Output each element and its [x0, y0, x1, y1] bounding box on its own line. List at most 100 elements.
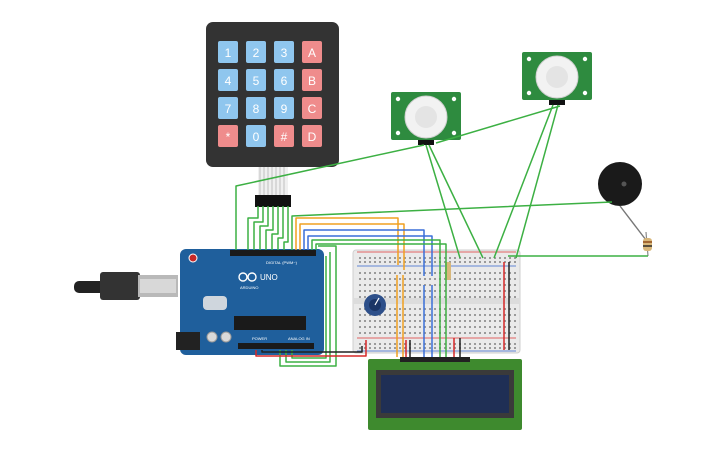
breadboard-hole: [489, 257, 491, 259]
breadboard-hole: [454, 272, 456, 274]
breadboard-hole: [489, 308, 491, 310]
breadboard-hole: [369, 278, 371, 280]
breadboard-hole: [444, 296, 446, 298]
breadboard-hole: [419, 284, 421, 286]
breadboard-hole: [394, 314, 396, 316]
breadboard-hole: [459, 296, 461, 298]
breadboard-hole: [414, 296, 416, 298]
breadboard-hole: [459, 261, 461, 263]
breadboard-hole: [404, 332, 406, 334]
breadboard-hole: [484, 257, 486, 259]
breadboard-hole: [404, 347, 406, 349]
breadboard-hole: [424, 320, 426, 322]
breadboard-hole: [514, 308, 516, 310]
wire-buzzer-signal: [291, 201, 613, 250]
breadboard-hole: [369, 343, 371, 345]
breadboard-hole: [384, 343, 386, 345]
keypad-key-3-3: [302, 125, 322, 147]
breadboard-hole: [409, 314, 411, 316]
breadboard-hole: [379, 320, 381, 322]
breadboard-hole: [479, 278, 481, 280]
breadboard-hole: [469, 326, 471, 328]
breadboard-hole: [374, 290, 376, 292]
wire-orange-1: [295, 217, 399, 265]
breadboard-hole: [504, 278, 506, 280]
breadboard-hole: [489, 278, 491, 280]
breadboard-hole: [409, 332, 411, 334]
lcd-header-pins: [400, 357, 470, 362]
breadboard-hole: [494, 347, 496, 349]
breadboard-hole: [474, 347, 476, 349]
breadboard-hole: [474, 257, 476, 259]
breadboard-hole: [374, 347, 376, 349]
breadboard-hole: [394, 308, 396, 310]
breadboard-hole: [419, 308, 421, 310]
breadboard-hole: [459, 326, 461, 328]
breadboard-hole: [409, 261, 411, 263]
breadboard-hole: [429, 308, 431, 310]
breadboard-hole: [389, 296, 391, 298]
breadboard-hole: [429, 272, 431, 274]
breadboard-hole: [364, 257, 366, 259]
breadboard-hole: [479, 332, 481, 334]
breadboard-hole: [449, 296, 451, 298]
breadboard-hole: [484, 272, 486, 274]
breadboard-hole: [449, 343, 451, 345]
breadboard-hole: [424, 272, 426, 274]
breadboard-hole: [464, 290, 466, 292]
breadboard-hole: [449, 308, 451, 310]
breadboard-hole: [449, 347, 451, 349]
breadboard-center-channel: [353, 298, 520, 304]
breadboard-hole: [509, 257, 511, 259]
breadboard-hole: [464, 343, 466, 345]
breadboard-hole: [509, 272, 511, 274]
wire-ground: [261, 346, 363, 353]
breadboard-hole: [404, 320, 406, 322]
breadboard-hole: [474, 332, 476, 334]
crystal-oscillator: [203, 296, 227, 310]
breadboard-hole: [384, 332, 386, 334]
keypad-key-label: 0: [253, 130, 260, 144]
breadboard-hole: [434, 314, 436, 316]
breadboard-hole: [429, 347, 431, 349]
breadboard-hole: [369, 332, 371, 334]
ribbon-lines: [259, 167, 285, 197]
breadboard-hole: [449, 332, 451, 334]
breadboard-hole: [494, 272, 496, 274]
breadboard-hole: [504, 272, 506, 274]
keypad-key-1-2: [274, 69, 294, 91]
breadboard-hole: [444, 347, 446, 349]
pir-2-hole-3: [582, 56, 588, 62]
breadboard-hole: [484, 332, 486, 334]
breadboard-hole: [364, 296, 366, 298]
breadboard-hole: [499, 290, 501, 292]
breadboard-hole: [364, 278, 366, 280]
breadboard-hole: [374, 332, 376, 334]
breadboard-hole: [484, 278, 486, 280]
breadboard-hole: [399, 278, 401, 280]
breadboard-hole: [474, 326, 476, 328]
breadboard-hole: [404, 326, 406, 328]
breadboard-hole: [459, 272, 461, 274]
breadboard-hole: [399, 272, 401, 274]
breadboard-hole: [509, 284, 511, 286]
breadboard-hole: [384, 314, 386, 316]
breadboard-hole: [389, 308, 391, 310]
breadboard-hole: [369, 314, 371, 316]
breadboard-hole: [459, 320, 461, 322]
buzzer-lead: [619, 205, 647, 241]
breadboard-hole: [474, 296, 476, 298]
breadboard-hole: [364, 320, 366, 322]
breadboard-hole: [369, 272, 371, 274]
breadboard-hole: [464, 278, 466, 280]
breadboard-hole: [429, 261, 431, 263]
breadboard-hole: [409, 326, 411, 328]
breadboard-hole: [514, 272, 516, 274]
breadboard-hole: [359, 347, 361, 349]
wire-pir1-pir2: [435, 105, 561, 144]
breadboard-hole: [394, 261, 396, 263]
breadboard-hole: [394, 332, 396, 334]
breadboard-hole: [509, 261, 511, 263]
breadboard-hole: [399, 296, 401, 298]
breadboard-hole: [399, 284, 401, 286]
